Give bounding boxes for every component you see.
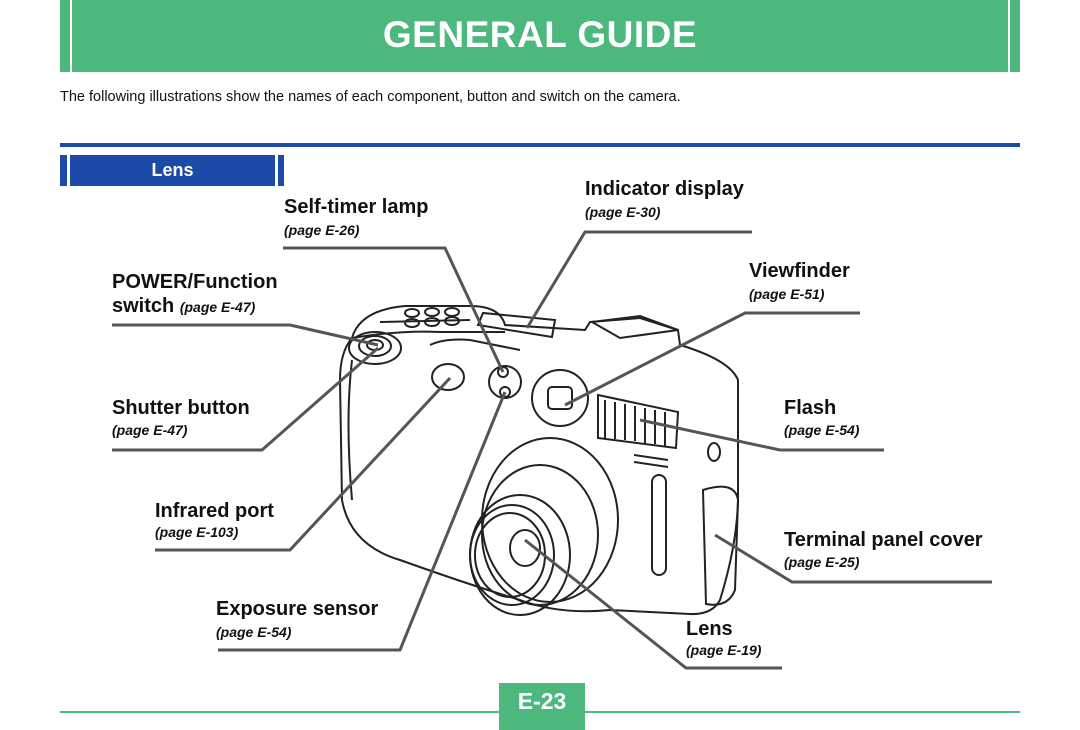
viewfinder-label: Viewfinder	[749, 260, 850, 282]
title-banner: GENERAL GUIDE	[60, 0, 1020, 72]
page-title: GENERAL GUIDE	[382, 14, 698, 55]
section-tab: Lens	[60, 155, 284, 186]
infrared-port-page: (page E-103)	[155, 524, 239, 540]
shutter-button-page: (page E-47)	[112, 422, 188, 438]
page-number-badge: E-23	[499, 683, 585, 730]
intro-text: The following illustrations show the nam…	[60, 89, 681, 105]
exposure-sensor-label: Exposure sensor	[216, 598, 379, 620]
flash-page: (page E-54)	[784, 422, 860, 438]
lens-label: Lens	[686, 618, 733, 640]
lens-page: (page E-19)	[686, 642, 762, 658]
self-timer-lamp-label: Self-timer lamp	[284, 196, 429, 218]
exposure-sensor-page: (page E-54)	[216, 624, 292, 640]
title-banner-right-edge	[1008, 0, 1020, 72]
indicator-display-label: Indicator display	[585, 178, 744, 200]
terminal-panel-cover-page: (page E-25)	[784, 554, 860, 570]
self-timer-lamp-page: (page E-26)	[284, 222, 360, 238]
indicator-display-page: (page E-30)	[585, 204, 661, 220]
power-switch-label: switch (page E-47)	[112, 295, 256, 317]
shutter-button-label: Shutter button	[112, 397, 250, 419]
flash-label: Flash	[784, 397, 837, 419]
power-switch-page: (page E-47)	[179, 299, 256, 315]
viewfinder-page: (page E-51)	[749, 286, 825, 302]
power-function-label: POWER/Function	[112, 271, 278, 293]
terminal-panel-cover-label: Terminal panel cover	[784, 529, 983, 551]
infrared-port-label: Infrared port	[155, 500, 274, 522]
title-banner-left-edge	[60, 0, 72, 72]
section-label: Lens	[151, 160, 194, 180]
section-divider	[60, 143, 1020, 147]
page-number: E-23	[517, 688, 567, 714]
